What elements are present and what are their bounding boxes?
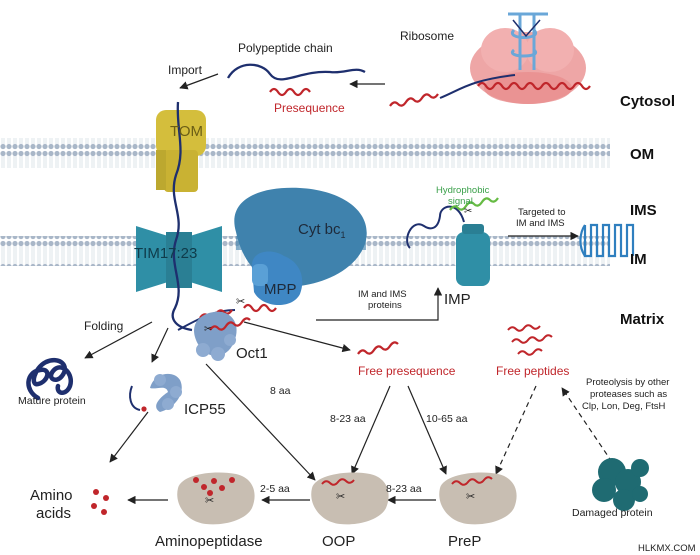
mpp-complex [251,251,303,306]
hydrophobic-signal-label-2: signal [448,196,473,207]
nascent-presequence [389,93,439,107]
om-label: OM [630,146,655,163]
tim-complex [136,226,222,292]
proteolysis-label-1: Proteolysis by other [586,377,670,388]
aa-2-5-label: 2-5 aa [260,483,290,495]
free-presequence-label: Free presequence [358,364,456,378]
svg-text:✂: ✂ [236,296,245,308]
tim-label: TIM17:23 [134,245,198,262]
ribosome-label: Ribosome [400,29,455,43]
prep-label: PreP [448,533,482,550]
polypeptide-chain-label: Polypeptide chain [238,41,333,55]
hydrophobic-signal-wave [449,197,499,211]
im-label: IM [630,251,647,268]
svg-text:✂: ✂ [466,491,475,503]
ribosome-shape [470,12,586,104]
free-presequence-wave [357,341,399,355]
cytosol-label: Cytosol [620,93,676,110]
proteolysis-label-2: proteases such as [590,389,668,400]
im-ims-proteins-label-2: proteins [368,300,402,311]
oct1-protease: ✂ [194,311,251,361]
damaged-protein-label: Damaged protein [572,507,653,519]
oct1-label: Oct1 [236,345,268,362]
folding-label: Folding [84,319,124,333]
amino-acid-dots [91,489,109,515]
import-label: Import [168,63,203,77]
tom-complex [156,110,206,192]
oop-shape: ✂ [311,472,389,525]
outer-membrane [0,138,610,168]
prep-shape: ✂ [439,472,517,525]
im-targeted-protein [579,223,635,258]
free-peptides-waves [507,324,553,356]
free-peptides-label: Free peptides [496,364,570,378]
nascent-chain [477,81,591,91]
damaged-protein-shape [592,458,649,511]
aa-8-label: 8 aa [270,385,291,397]
icp55-protease [129,373,182,412]
svg-text:✂: ✂ [464,206,472,217]
aminopeptidase-label: Aminopeptidase [155,533,263,550]
aa-8-23-left-label: 8-23 aa [330,413,366,425]
import-chain [171,101,193,332]
tom-label: TOM [170,123,204,140]
targeted-label-1: Targeted to [518,207,566,218]
mature-protein-label: Mature protein [18,395,86,407]
imp-complex [456,224,490,286]
aa-8-23-bottom-label: 8-23 aa [386,483,422,495]
ims-label: IMS [630,202,657,219]
svg-text:✂: ✂ [336,491,345,503]
aminopeptidase-shape: ✂ [177,472,255,525]
mature-protein-shape [26,358,74,401]
cyt-bc1-label: Cyt bc1 [298,221,346,240]
svg-text:✂: ✂ [205,495,214,507]
proteolysis-label-3: Clp, Lon, Deg, FtsH [582,401,666,412]
svg-text:✂: ✂ [204,324,212,335]
amino-acids-label-2: acids [36,505,72,522]
hydrophobic-signal-label-1: Hydrophobic [436,185,490,196]
oop-label: OOP [322,533,356,550]
presequence-wave [269,87,311,97]
im-ims-proteins-label-1: IM and IMS [358,289,407,300]
mpp-label: MPP [264,281,297,298]
presequence-label: Presequence [274,101,345,115]
icp55-label: ICP55 [184,401,226,418]
amino-acids-label-1: Amino [30,487,73,504]
matrix-label: Matrix [620,311,665,328]
imp-label: IMP [444,291,471,308]
targeted-label-2: IM and IMS [516,218,565,229]
watermark-label: HLKMX.COM [638,543,696,554]
aa-10-65-label: 10-65 aa [426,413,468,425]
polypeptide-chain [226,63,366,81]
